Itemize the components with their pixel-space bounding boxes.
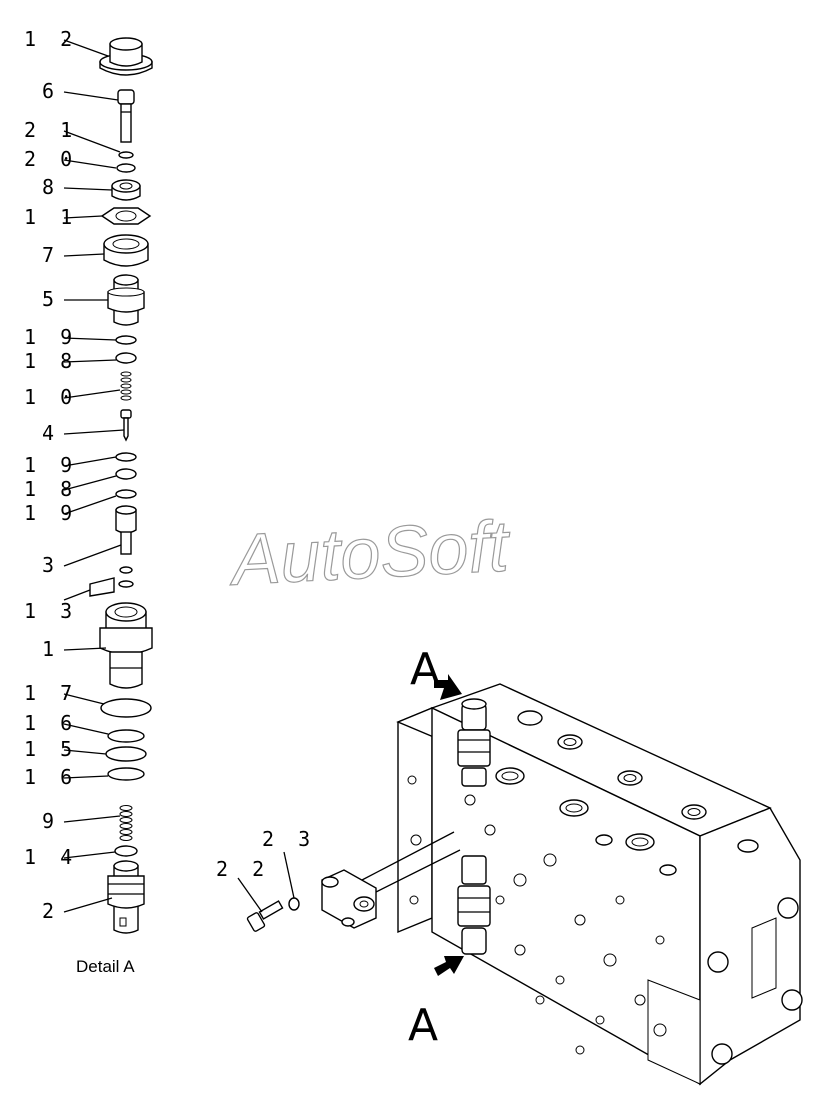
watermark-text: AutoSoft (226, 506, 513, 601)
part-1-housing (99, 602, 153, 689)
view-arrow-top (434, 674, 462, 700)
detail-a-exploded-stack (89, 37, 153, 934)
part-11-gasket (100, 207, 152, 225)
callout-label: 6 (42, 79, 60, 103)
callout-labels: 1 2 6 2 1 2 0 8 1 1 7 5 1 9 1 8 1 0 4 1 … (24, 27, 316, 923)
callout-label: 8 (42, 175, 60, 199)
callout-label: 2 2 (216, 857, 270, 881)
view-arrow-bottom (434, 956, 464, 976)
callout-label: 1 0 (24, 385, 78, 409)
part-15-oring (105, 746, 147, 762)
part-17-oring (100, 698, 152, 718)
part-12-cap (99, 37, 153, 76)
callout-label: 1 6 (24, 765, 78, 789)
part-5-sleeve (107, 274, 145, 326)
callout-label: 1 4 (24, 845, 78, 869)
part-19-backup-ring (115, 489, 137, 499)
part-3-piston (115, 505, 137, 555)
callout-label: 4 (42, 421, 60, 445)
part-22-bolt (246, 900, 284, 932)
part-10-spring (120, 371, 132, 401)
callout-label: 1 5 (24, 737, 78, 761)
callout-label: 2 1 (24, 118, 78, 142)
part-14-ring (114, 845, 138, 857)
callout-label: 5 (42, 287, 60, 311)
part-9-spring (119, 805, 133, 841)
detail-caption: Detail A (76, 957, 135, 976)
callout-label: 1 6 (24, 711, 78, 735)
part-18-oring (115, 352, 137, 364)
part-8-nut (111, 179, 141, 201)
callout-label: 3 (42, 553, 60, 577)
callout-label: 2 (42, 899, 60, 923)
part-4-poppet (120, 409, 132, 442)
callout-label: 1 7 (24, 681, 78, 705)
callout-label: 1 2 (24, 27, 78, 51)
part-20-oring (116, 163, 136, 173)
part-21-ring (118, 151, 134, 159)
control-valve-block (396, 674, 803, 1086)
callout-label: 1 8 (24, 477, 78, 501)
view-label-bottom: A (408, 1000, 438, 1051)
part-7-locknut (103, 234, 149, 267)
part-19-backup-ring (115, 452, 137, 462)
leader-line (283, 851, 295, 899)
part-23-washer (288, 897, 300, 911)
part-18-oring (115, 468, 137, 480)
part-19-backup-ring (115, 335, 137, 345)
callout-label: 2 0 (24, 147, 78, 171)
leader-lines (63, 39, 125, 913)
callout-label: 1 9 (24, 325, 78, 349)
callout-label: 1 1 (24, 205, 78, 229)
leader-line (237, 877, 263, 913)
callout-label: 1 9 (24, 501, 78, 525)
part-16-backup-ring (107, 767, 145, 781)
flange-assembly (321, 831, 461, 929)
part-6-bolt (117, 89, 135, 143)
callout-label: 1 3 (24, 599, 78, 623)
callout-label: 1 (42, 637, 60, 661)
callout-label: 2 3 (262, 827, 316, 851)
callout-label: 7 (42, 243, 60, 267)
callout-label: 1 8 (24, 349, 78, 373)
part-13-seal (89, 566, 134, 597)
view-label-top: A (410, 644, 440, 695)
part-2-plug (107, 860, 145, 934)
part-16-backup-ring (107, 729, 145, 743)
callout-label: 1 9 (24, 453, 78, 477)
callout-label: 9 (42, 809, 60, 833)
